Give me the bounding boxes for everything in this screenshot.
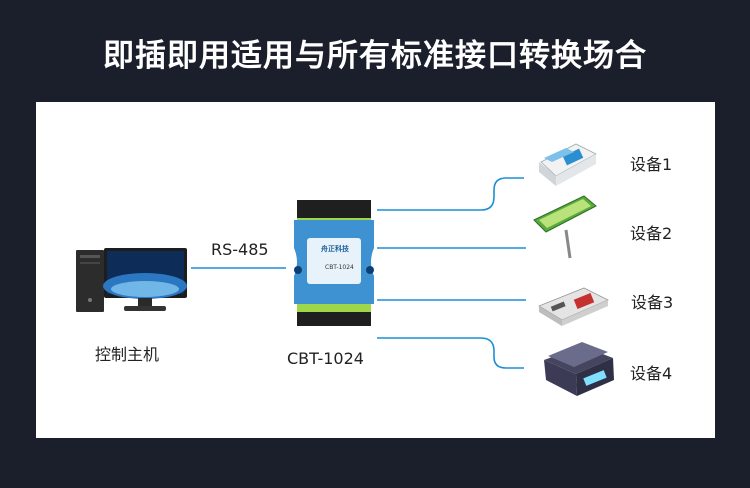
device-3-label: 设备3 — [631, 293, 674, 312]
device-2-label: 设备2 — [630, 224, 673, 243]
converter-model-label: CBT-1024 — [287, 349, 364, 368]
cbt-1024-converter-icon — [294, 200, 374, 326]
device-1-label: 设备1 — [630, 155, 673, 174]
link-line-device-4 — [377, 337, 524, 369]
rs485-link-label: RS-485 — [211, 240, 269, 259]
fax-machine-icon — [539, 143, 597, 186]
host-computer-icon — [76, 248, 187, 312]
card-terminal-icon — [538, 287, 609, 326]
device-4-label: 设备4 — [630, 364, 673, 383]
converter-panel-text: CBT-1024 — [325, 264, 354, 271]
connection-diagram — [76, 143, 614, 396]
host-label: 控制主机 — [95, 345, 160, 364]
link-line-device-1 — [377, 177, 524, 211]
diagram-panel: 控制主机 RS-485 CBT-1024 舟正科技 CBT-1024 设备1 设… — [36, 102, 715, 438]
page-title: 即插即用适用与所有标准接口转换场合 — [103, 38, 647, 74]
led-display-sign-icon — [533, 195, 597, 259]
weighing-scale-icon — [544, 342, 614, 396]
converter-logo-text: 舟正科技 — [321, 245, 349, 253]
